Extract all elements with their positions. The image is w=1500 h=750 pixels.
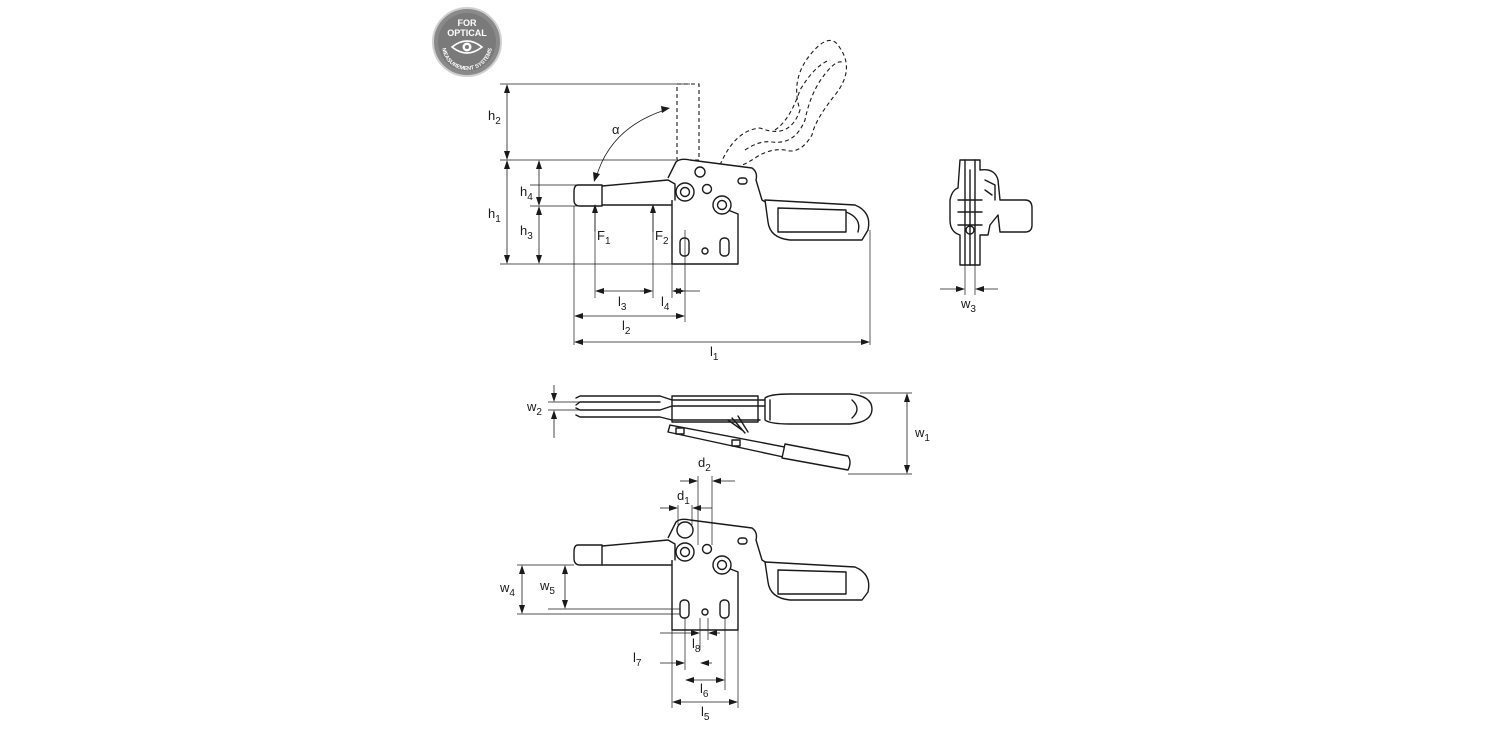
label-l6: l6 — [700, 681, 709, 700]
label-h4: h4 — [520, 184, 533, 203]
label-h3: h3 — [520, 223, 533, 242]
lower-side-view-clamp — [573, 518, 870, 631]
label-l7: l7 — [633, 650, 642, 669]
label-F2: F2 — [655, 228, 669, 247]
label-l4: l4 — [661, 294, 670, 313]
eye-icon — [450, 40, 484, 54]
label-w2: w2 — [526, 399, 542, 418]
label-l8: l8 — [692, 636, 701, 655]
label-h1: h1 — [488, 206, 501, 225]
label-l3: l3 — [618, 294, 627, 313]
label-l1: l1 — [710, 344, 719, 363]
label-h2: h2 — [488, 108, 501, 127]
top-view-clamp — [575, 393, 873, 471]
label-l2: l2 — [622, 318, 631, 337]
dimension-lines — [500, 83, 998, 708]
label-w5: w5 — [539, 578, 555, 597]
end-view-clamp — [949, 159, 1033, 266]
badge-line1: FOR — [458, 18, 477, 28]
side-view-clamp — [573, 39, 870, 265]
badge-line2: OPTICAL — [447, 28, 487, 38]
dimension-labels: α h2 h1 h4 h3 F1 F2 l3 l4 l2 l1 w3 w2 w1… — [488, 108, 976, 723]
label-w4: w4 — [499, 580, 515, 599]
label-d1: d1 — [677, 488, 690, 507]
label-w1: w1 — [914, 425, 930, 444]
label-F1: F1 — [597, 228, 611, 247]
optical-measurement-badge: FOR OPTICAL MEASUREMENT SYSTEMS — [432, 7, 502, 77]
label-angle-alpha: α — [612, 122, 620, 137]
label-l5: l5 — [701, 704, 710, 723]
label-d2: d2 — [698, 455, 711, 474]
label-w3: w3 — [960, 296, 976, 315]
